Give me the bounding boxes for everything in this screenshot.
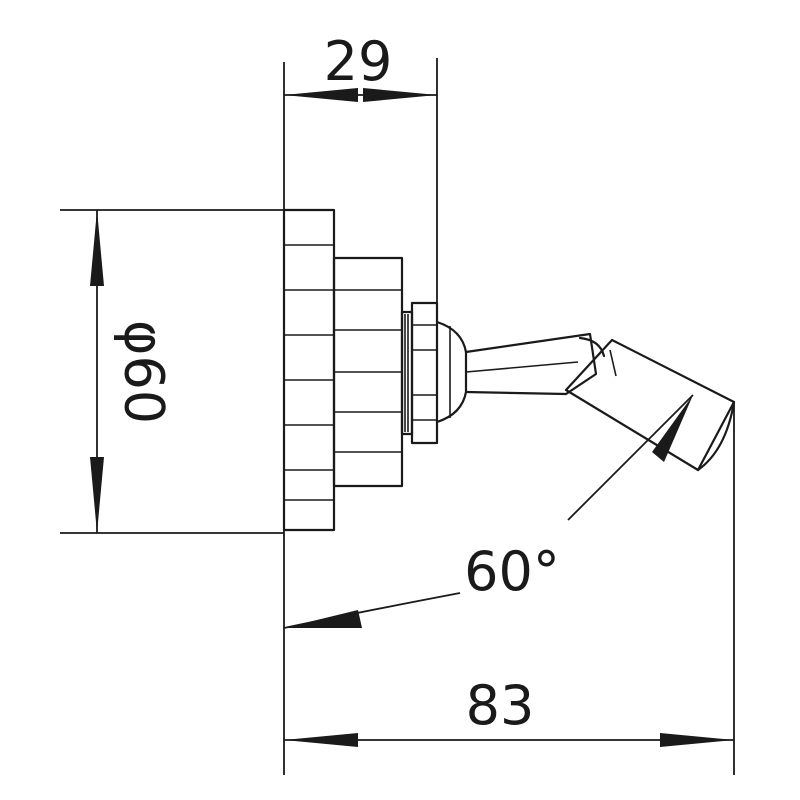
ball-joint <box>435 320 468 424</box>
dimension-label-overall-length: 83 <box>466 674 535 737</box>
dimension-label-angle: 60° <box>464 540 560 603</box>
hex-nut <box>332 256 404 488</box>
shower-arm <box>464 332 606 396</box>
dimension-overall-length: 83 <box>283 402 735 775</box>
dimension-arrowhead <box>284 733 358 747</box>
wall-flange <box>282 208 336 532</box>
dimension-label-top-width: 29 <box>324 30 393 93</box>
dimension-arrowhead <box>660 733 734 747</box>
dimension-arrowhead <box>90 457 104 533</box>
dimension-label-diameter: φ60 <box>112 320 175 424</box>
dimension-diameter: φ60 <box>60 209 284 534</box>
shower-head <box>564 338 736 472</box>
dimension-angle: 60° <box>283 394 694 629</box>
dimension-top-width: 29 <box>283 30 438 303</box>
dimension-arrowhead <box>284 610 362 628</box>
dimension-arrowhead <box>284 88 358 102</box>
dimension-arrowhead <box>652 395 693 462</box>
threaded-collar <box>400 301 439 445</box>
dimension-arrowhead <box>90 210 104 286</box>
dimension-arrowhead <box>363 88 437 102</box>
